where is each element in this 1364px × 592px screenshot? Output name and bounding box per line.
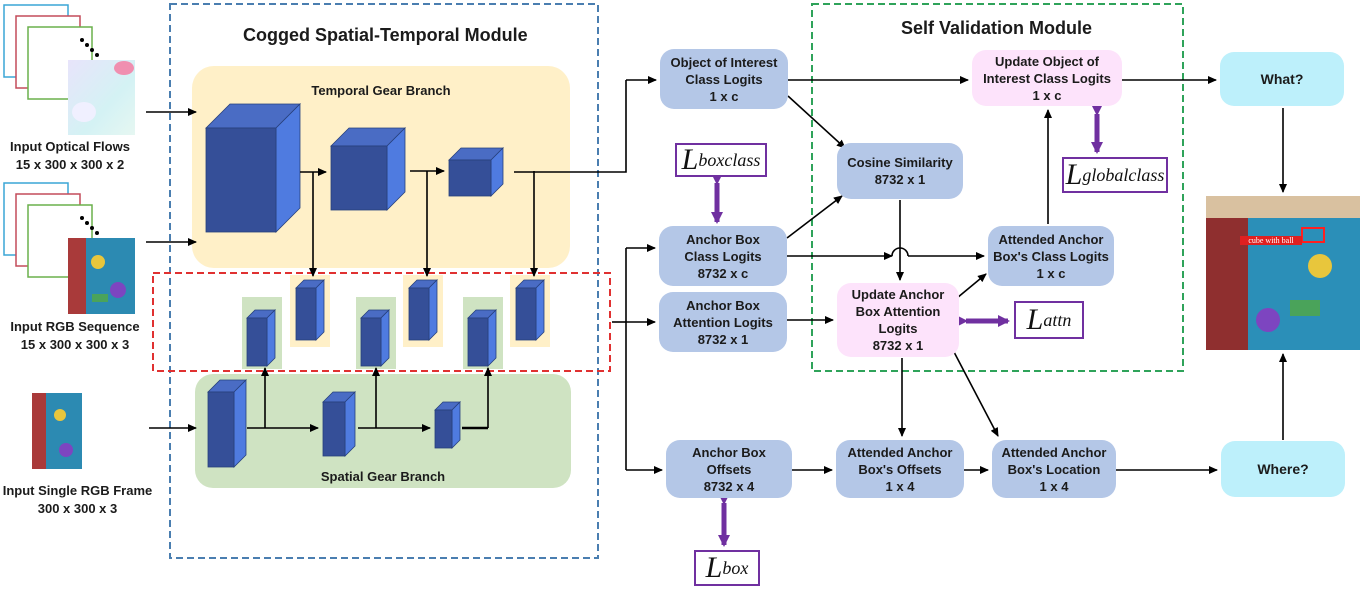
temporal-cube-2 (330, 127, 406, 211)
gear-cube-s3 (467, 309, 497, 367)
cogged-module-title: Cogged Spatial-Temporal Module (243, 25, 528, 45)
output-caption: cube with ball (1248, 236, 1294, 245)
gear-cube-t1 (295, 279, 325, 341)
edge-update-to-location (953, 351, 999, 437)
what-output-node: What? (1220, 52, 1344, 106)
spatial-cube-2 (322, 391, 356, 457)
gear-cube-t2 (408, 279, 438, 341)
temporal-cube-3 (448, 147, 504, 197)
feature-cubes (205, 103, 545, 468)
gear-cube-s2 (360, 309, 390, 367)
edge-temporal-out (514, 80, 627, 173)
rgb-frame-thumbnail (32, 393, 82, 469)
edge-obj-to-cosine (787, 95, 846, 149)
output-frame (1206, 196, 1360, 350)
optical-flow-stack (3, 4, 135, 135)
spatial-cube-3 (434, 401, 461, 449)
spatial-branch-title: Spatial Gear Branch (320, 469, 446, 484)
gear-region-frame (152, 272, 611, 372)
edge-anchorclass-to-cosine (786, 195, 843, 239)
temporal-branch-title: Temporal Gear Branch (311, 83, 451, 98)
where-output-node: Where? (1221, 441, 1345, 497)
gear-cube-t3 (515, 279, 545, 341)
gear-cube-s1 (246, 309, 276, 367)
self-validation-frame (811, 3, 1184, 372)
gear-tiles (242, 275, 550, 369)
spatial-branch-bg (195, 374, 571, 488)
spatial-cube-1 (207, 379, 247, 468)
connections (146, 76, 1287, 547)
rgb-sequence-stack (3, 182, 135, 314)
self-validation-title: Self Validation Module (901, 18, 1093, 38)
temporal-cube-1 (205, 103, 301, 233)
cogged-module-frame (169, 3, 599, 559)
edge-update-to-attclass (956, 273, 987, 299)
